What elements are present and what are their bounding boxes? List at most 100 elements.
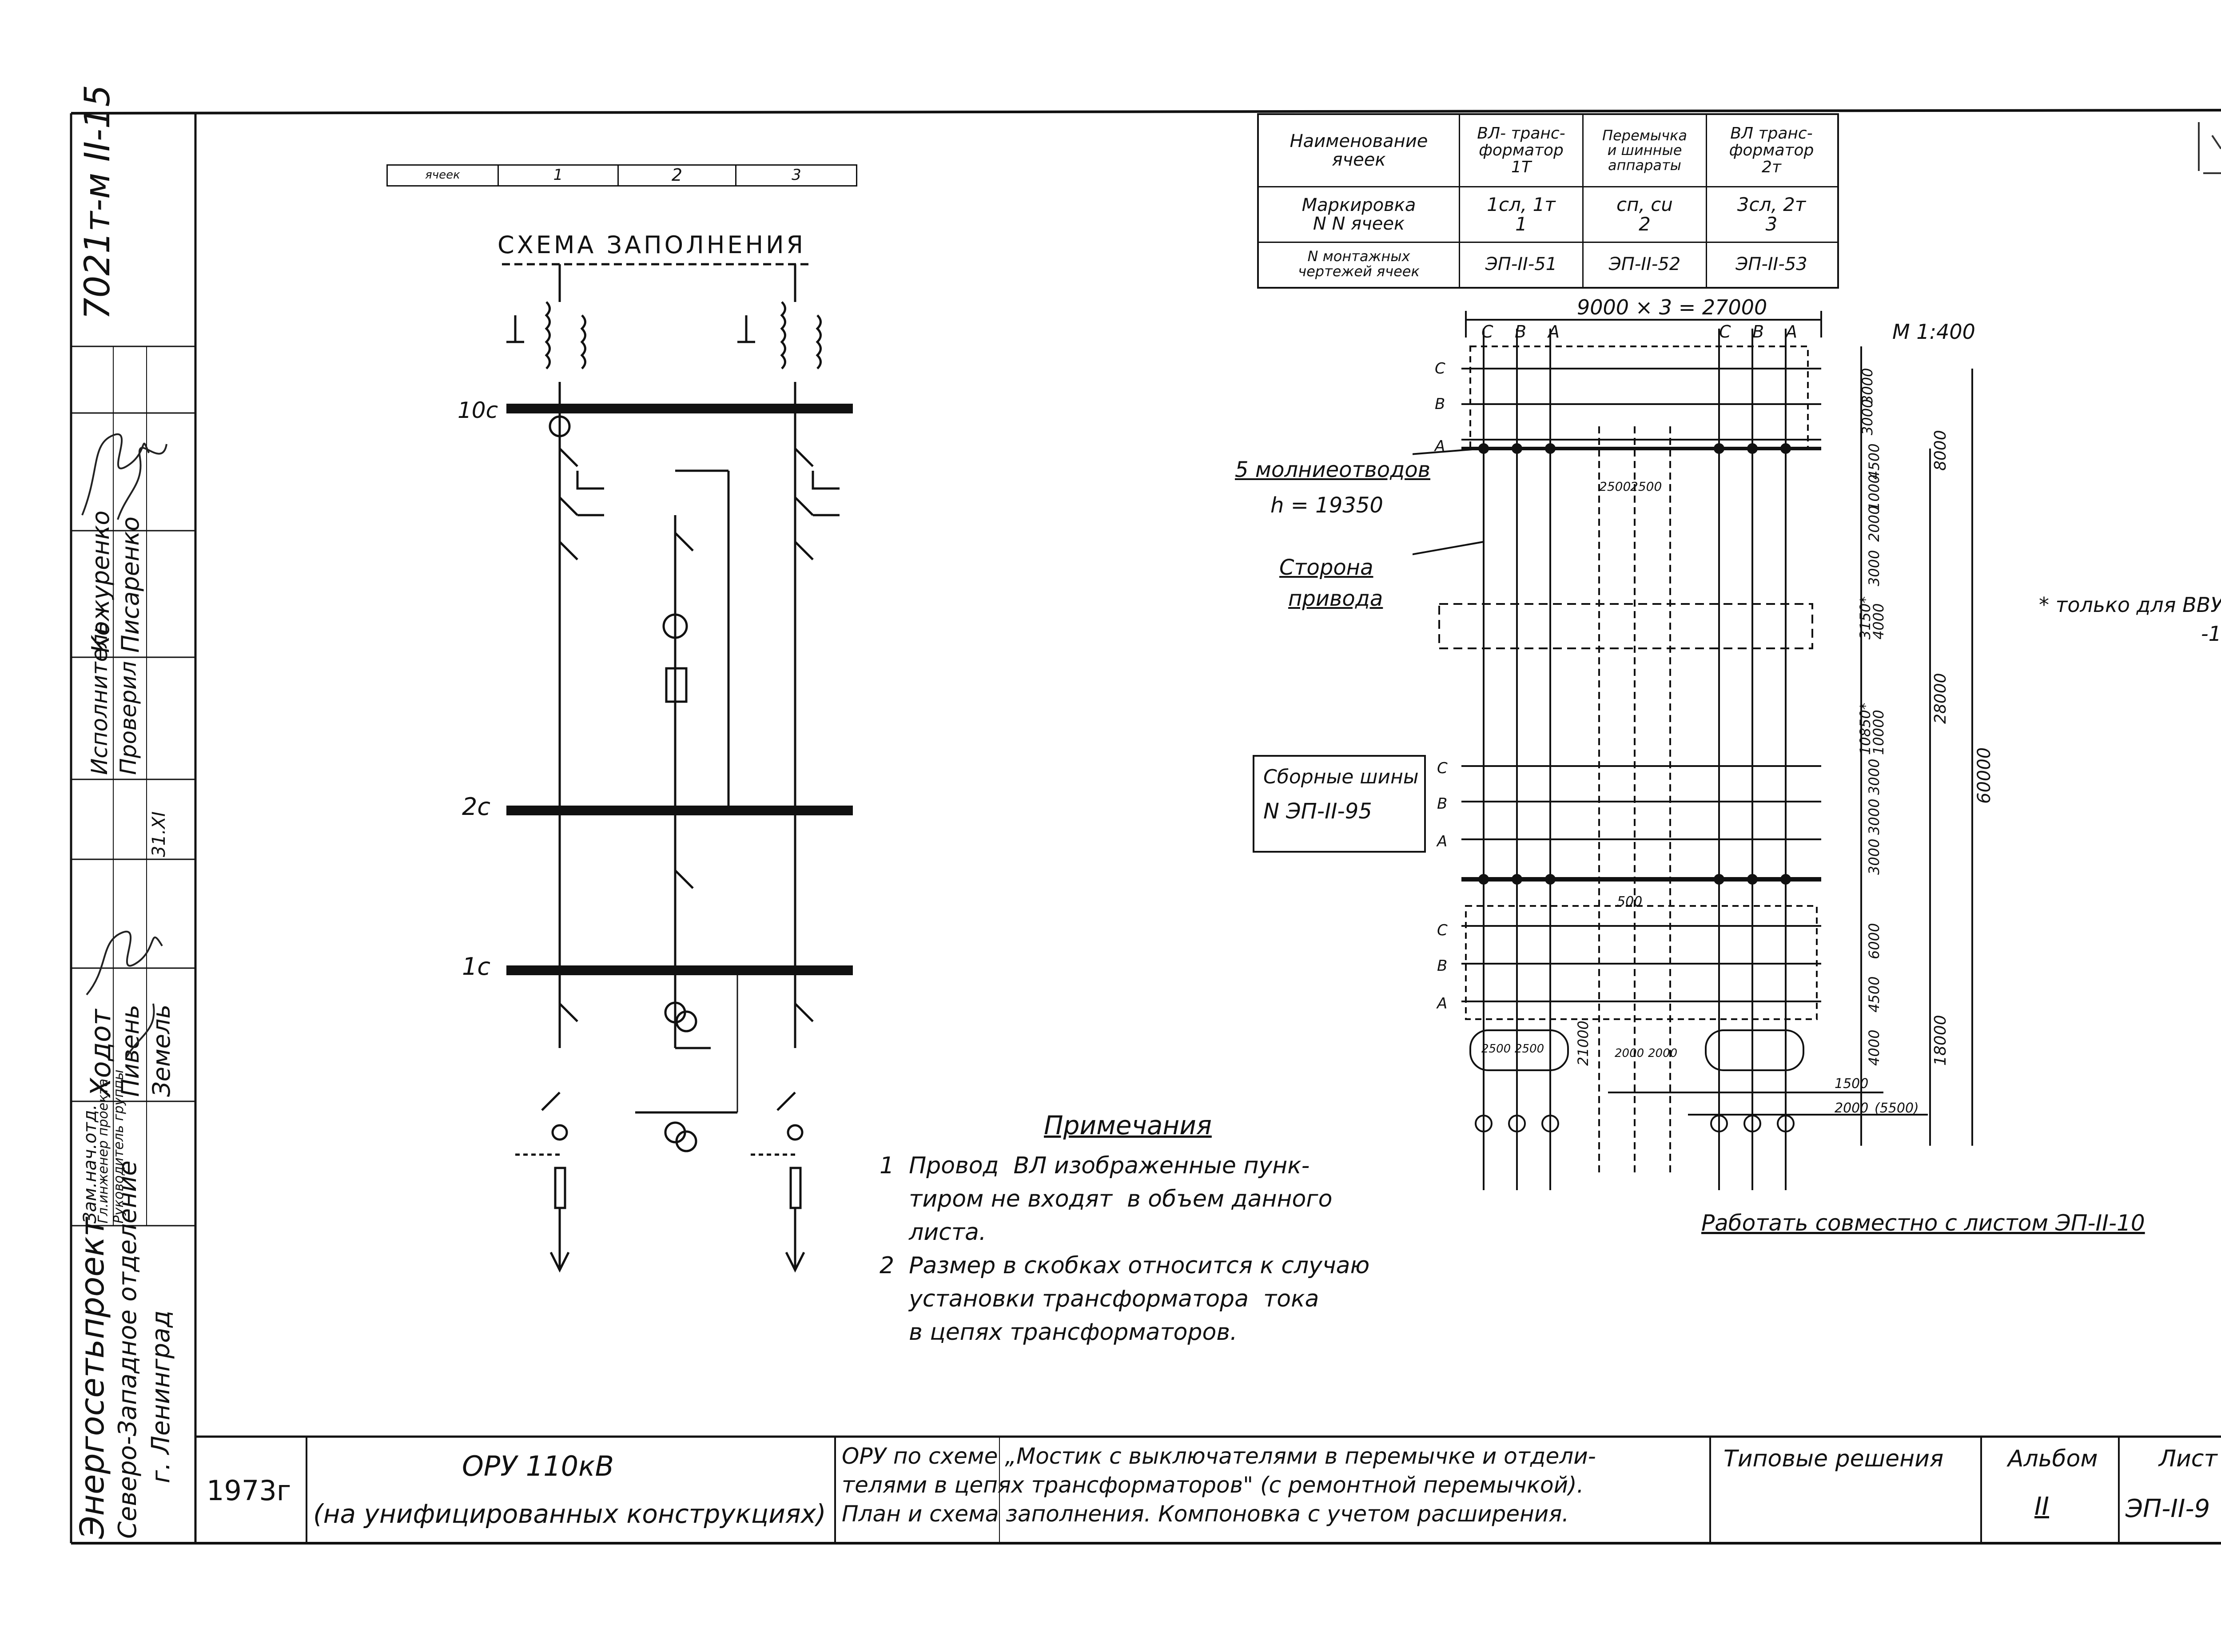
cell-index-strip: ячеек 1 2 3: [386, 164, 857, 187]
note-line-4: 2 Размер в скобках относится к случаю: [880, 1252, 1370, 1279]
svg-text:18000: 18000: [1931, 1015, 1950, 1066]
lightning-label: 5 молниеотводов: [1235, 457, 1430, 482]
lightning-height: h = 19350: [1270, 493, 1383, 518]
cell-table: Наименование ячеек ВЛ- транс- форматор 1…: [1257, 113, 1839, 289]
phase-row1-a: А: [1435, 437, 1445, 455]
cell-index-1: 1: [499, 166, 619, 185]
corner-mark: [2198, 122, 2221, 174]
cell-table-r2c2: ЭП-II-52: [1608, 254, 1681, 274]
phase-top-right-a: А: [1786, 322, 1797, 342]
phase-row3-c: С: [1437, 921, 1448, 939]
drive-side-1: Сторона: [1279, 555, 1373, 580]
stamp-org: Энергосетьпроект: [73, 1217, 111, 1539]
svg-text:6000: 6000: [1866, 923, 1883, 959]
notes-title: Примечания: [1044, 1110, 1212, 1140]
title-main: ОРУ 110кВ: [462, 1450, 614, 1482]
bus-label-2c: 2с: [462, 793, 491, 821]
bus-label-1c: 1с: [462, 953, 491, 981]
phase-row2-c: С: [1437, 759, 1448, 777]
busbar-label-box: Сборные шины N ЭП-II-95: [1253, 755, 1426, 853]
stamp-role-2: Гл.инженер проекта: [96, 1078, 111, 1223]
cell-table-r2c1: ЭП-II-51: [1485, 254, 1557, 274]
scheme-title: СХЕМА ЗАПОЛНЕНИЯ: [498, 231, 806, 259]
plan-overall-dim: 9000 × 3 = 27000: [1577, 295, 1767, 319]
title-year: 1973г: [207, 1474, 291, 1507]
note-line-3: листа.: [880, 1219, 987, 1246]
vvu-note-1: * только для ВВУ-: [2039, 593, 2221, 617]
note-line-5: установки трансформатора тока: [880, 1286, 1319, 1312]
stamp-org-city: г. Ленинград: [147, 1310, 175, 1483]
svg-text:2500: 2500: [1515, 1042, 1544, 1056]
single-line-scheme: [502, 263, 853, 1273]
note-line-6: в цепях трансформаторов.: [880, 1319, 1238, 1346]
svg-text:1000: 1000: [1866, 475, 1883, 511]
bus-label-10c: 10с: [458, 397, 498, 423]
svg-text:60000: 60000: [1974, 747, 1994, 804]
svg-text:2000: 2000: [1615, 1047, 1644, 1060]
svg-text:2000: 2000: [1835, 1100, 1868, 1116]
cell-table-r1c2: сп, сu 2: [1616, 193, 1673, 235]
svg-text:8000: 8000: [1931, 430, 1950, 471]
note-line-1: 1 Провод ВЛ изображенные пунк-: [880, 1152, 1310, 1179]
svg-text:3000: 3000: [1866, 759, 1883, 795]
svg-text:2000: 2000: [1866, 506, 1883, 542]
svg-text:3000: 3000: [1859, 399, 1876, 435]
vvu-note-2: -110: [2201, 622, 2221, 646]
svg-text:2500: 2500: [1599, 479, 1631, 494]
work-with-note: Работать совместно с листом ЭП-II-10: [1701, 1210, 2145, 1236]
phase-row2-b: В: [1437, 795, 1448, 813]
note-line-2: тиром не входят в объем данного: [880, 1186, 1333, 1212]
title-desc-2: телями в цепях трансформаторов" (с ремон…: [842, 1472, 1584, 1498]
svg-text:4000: 4000: [1866, 1030, 1883, 1066]
title-desc-1: ОРУ по схеме „Мостик с выключателями в п…: [842, 1443, 1596, 1469]
svg-text:2500: 2500: [1630, 479, 1662, 494]
phase-row2-a: А: [1437, 833, 1448, 850]
cell-table-grid: [1259, 115, 1837, 287]
cell-table-r0c1: ВЛ- транс- форматор 1Т: [1477, 124, 1565, 176]
svg-text:10850*: 10850*: [1857, 703, 1874, 755]
cell-table-r0c3: ВЛ транс- форматор 2т: [1729, 124, 1814, 176]
phase-row3-a: А: [1437, 995, 1448, 1013]
drive-side-2: привода: [1288, 586, 1383, 611]
phase-row1-b: В: [1435, 395, 1445, 413]
svg-text:28000: 28000: [1931, 673, 1950, 724]
svg-text:10000: 10000: [1870, 710, 1887, 755]
title-sub: (на унифицированных конструкциях): [313, 1499, 826, 1529]
sheet-code: 7021т-м II-15: [78, 84, 118, 320]
busbar-label-2: N ЭП-II-95: [1263, 799, 1372, 824]
signatures: [81, 433, 167, 1058]
phase-top-right-c: С: [1719, 322, 1731, 342]
title-album-value: II: [2034, 1492, 2050, 1521]
cell-table-r2c0: N монтажных чертежей ячеек: [1298, 247, 1420, 280]
svg-text:3000: 3000: [1866, 799, 1883, 835]
cell-table-r2c3: ЭП-II-53: [1735, 254, 1807, 274]
cell-index-3: 3: [792, 166, 801, 184]
cell-table-r0c2: Перемычка и шинные аппараты: [1602, 127, 1687, 174]
svg-text:21000: 21000: [1575, 1021, 1592, 1066]
plan-scale: М 1:400: [1892, 320, 1975, 344]
title-desc-3: План и схема заполнения. Компоновка с уч…: [842, 1501, 1569, 1527]
svg-text:4000: 4000: [1870, 604, 1887, 639]
svg-text:2000: 2000: [1648, 1047, 1677, 1060]
cell-table-r0c0: Наименование ячеек: [1290, 131, 1428, 170]
title-sheet-label: Лист: [2159, 1446, 2217, 1472]
svg-text:4500: 4500: [1866, 977, 1883, 1013]
cell-index-2: 2: [619, 166, 736, 185]
svg-text:4500: 4500: [1866, 444, 1883, 480]
svg-text:3000: 3000: [1866, 550, 1883, 586]
title-album-label: Альбом: [2008, 1446, 2098, 1472]
svg-text:2500: 2500: [1481, 1042, 1511, 1056]
cell-index-header: ячеек: [388, 166, 499, 185]
svg-text:(5500): (5500): [1875, 1100, 1919, 1116]
plan-drawing: 3000 3000 4500 1000 2000 3000 3150* 4000…: [1413, 311, 1994, 1190]
title-sheet-value: ЭП-II-9: [2125, 1494, 2210, 1523]
busbar-label-1: Сборные шины: [1263, 766, 1419, 788]
cell-table-r1c3: 3сл, 2т 3: [1737, 193, 1806, 235]
svg-text:3000: 3000: [1866, 839, 1883, 875]
title-typical: Типовые решения: [1723, 1446, 1944, 1472]
phase-row1-c: С: [1435, 360, 1445, 377]
phase-top-right-b: В: [1752, 322, 1764, 342]
cell-table-r1c1: 1сл, 1т 1: [1487, 193, 1556, 235]
svg-text:500: 500: [1617, 894, 1642, 909]
svg-text:3150*: 3150*: [1857, 596, 1874, 639]
